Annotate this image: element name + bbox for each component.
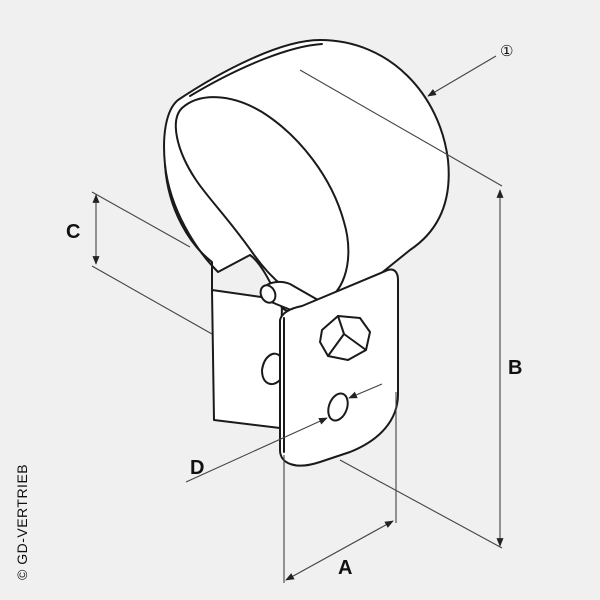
front-flange xyxy=(279,268,399,467)
dimension-d-label: D xyxy=(190,457,204,479)
dimension-c-label: C xyxy=(66,221,80,243)
callout-leader xyxy=(427,55,497,97)
dimension-d-leader xyxy=(185,417,328,483)
pipe-clamp-part xyxy=(163,39,450,467)
dimension-lines xyxy=(91,55,504,583)
mounting-hole xyxy=(327,392,349,422)
band-top-edge xyxy=(189,43,323,97)
copyright-text: © GD-VERTRIEB xyxy=(14,463,30,580)
back-hole xyxy=(261,352,281,386)
band-left-neck xyxy=(164,164,213,291)
dimension-a-line xyxy=(285,520,394,581)
hex-bolt-face xyxy=(327,315,367,357)
dimension-b-label: B xyxy=(508,357,522,379)
bolt-end xyxy=(259,284,277,304)
dimension-a-label: A xyxy=(338,557,352,579)
callout-number-1: ① xyxy=(500,42,513,60)
